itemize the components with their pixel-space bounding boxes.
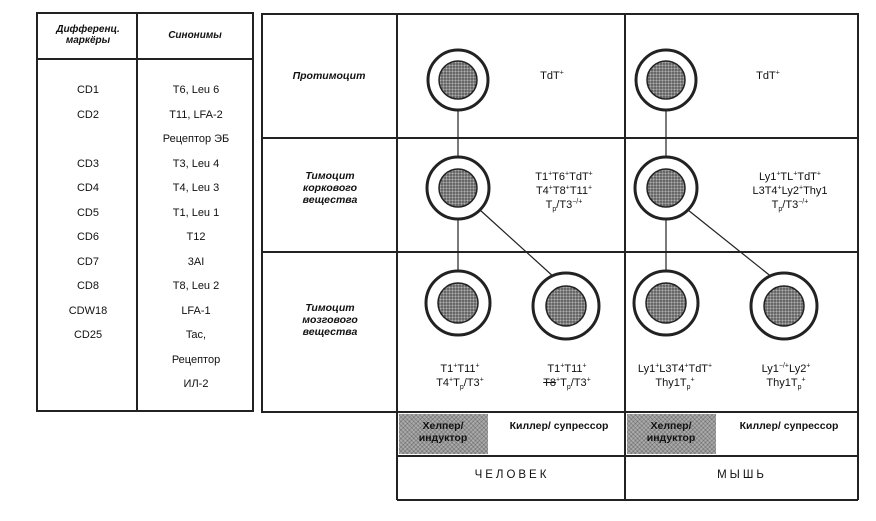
mouse-killer-label: Киллер/ супрессор	[739, 420, 839, 432]
marker-column: CD1 CD2 CD3 CD4 CD5 CD6 CD7 CD8 CDW18 CD…	[38, 78, 138, 397]
mouse-cortical-thymocyte-cell	[633, 155, 699, 221]
marker-line: T4+T8+T11+	[535, 184, 593, 197]
table-row-synonym: T6, Leu 6	[172, 84, 220, 96]
table-row-marker: CD4	[76, 182, 99, 194]
human-helper-cell-label-box: Хелпер/ индуктор	[399, 414, 488, 454]
table-row-marker: CD6	[76, 231, 99, 243]
table-row-synonym: T11, LFA-2	[169, 108, 223, 121]
mouse-cortical-markers: Ly1+TL+TdT+ L3T4+Ly2+Thy1 Tp/T3−/+	[730, 170, 850, 214]
table-row-synonym: T8, Leu 2	[172, 280, 220, 292]
table-header-divider	[38, 58, 252, 60]
mouse-helper-cell-label-box: Хелпер/ индуктор	[627, 414, 716, 454]
table-row-synonym: T4, Leu 3	[172, 182, 220, 194]
human-killer-markers: T1+T11+ T8+Tp/T3+	[526, 362, 608, 392]
table-row-marker: CD1	[76, 84, 99, 96]
human-helper-markers: T1+T11+ T4+Tp/T3+	[420, 362, 500, 392]
diagram-frame	[261, 13, 859, 413]
human-helper-label: Хелпер/ индуктор	[418, 420, 468, 444]
marker-line: L3T4+Ly2+Thy1	[752, 184, 828, 197]
table-row-marker: CD3	[76, 157, 99, 170]
marker-line: Tp/T3−/+	[771, 198, 809, 214]
marker-line: T1+T6+TdT+	[535, 170, 593, 183]
species-human-label: ЧЕЛОВЕК	[474, 469, 550, 481]
table-row-synonym: Tac,	[185, 329, 207, 341]
human-cortical-markers: T1+T6+TdT+ T4+T8+T11+ Tp/T3−/+	[514, 170, 614, 214]
marker-line: Thy1Tp+	[655, 376, 695, 392]
marker-line: T1+T11+	[547, 362, 587, 375]
marker-synonym-table: Дифференц. маркёры Синонимы CD1 CD2 CD3 …	[36, 12, 254, 412]
mouse-helper-label: Хелпер/ индуктор	[646, 420, 696, 444]
connector-mouse-cortex-killer	[687, 209, 774, 279]
mouse-helper-markers: Ly1+L3T4+TdT+ Thy1Tp+	[628, 362, 722, 392]
header-markers: Дифференц. маркёры	[56, 24, 120, 46]
synonym-column: T6, Leu 6 T11, LFA-2 Рецептор ЭБ T3, Leu…	[138, 78, 254, 397]
table-column-divider	[136, 14, 138, 410]
table-row-marker: CDW18	[68, 304, 108, 317]
marker-line: Thy1Tp+	[766, 376, 806, 392]
table-row-synonym: Рецептор ЭБ	[162, 133, 230, 145]
marker-line: Ly1−/+Ly2+	[761, 362, 811, 375]
marker-line: T1+T11+	[440, 362, 480, 375]
table-row-synonym: T12	[186, 231, 206, 243]
marker-line: T8+Tp/T3+	[543, 376, 591, 392]
row-label-medullary-thymocyte: Тимоцит мозгового вещества	[302, 302, 358, 338]
table-row-synonym: LFA-1	[181, 304, 211, 317]
table-row-marker: CD25	[73, 329, 103, 341]
human-prothymocyte-cell	[426, 48, 490, 112]
mouse-killer-thymocyte-cell	[749, 271, 819, 341]
mouse-prothymocyte-markers: TdT+	[756, 69, 780, 82]
species-mouse-label: МЫШЬ	[717, 469, 767, 481]
table-row-marker: CD2	[76, 108, 99, 121]
marker-line: T4+Tp/T3+	[436, 376, 484, 392]
table-row-synonym: T3, Leu 4	[172, 157, 220, 170]
table-row-marker: CD7	[76, 255, 99, 268]
table-row-marker: CD8	[76, 280, 99, 292]
table-row-synonym: ИЛ-2	[183, 378, 209, 390]
mouse-killer-markers: Ly1−/+Ly2+ Thy1Tp+	[744, 362, 828, 392]
mouse-helper-thymocyte-cell	[632, 269, 700, 337]
human-killer-thymocyte-cell	[531, 271, 601, 341]
human-helper-thymocyte-cell	[424, 269, 492, 337]
row-label-cortical-thymocyte: Тимоцит коркового вещества	[302, 170, 358, 206]
header-synonyms: Синонимы	[168, 30, 222, 41]
mouse-prothymocyte-cell	[634, 48, 698, 112]
marker-line: Ly1+L3T4+TdT+	[637, 362, 713, 375]
human-prothymocyte-markers: TdT+	[540, 69, 564, 82]
human-cortical-thymocyte-cell	[425, 155, 491, 221]
human-killer-label: Киллер/ супрессор	[509, 420, 609, 432]
table-row-synonym: T1, Leu 1	[172, 206, 220, 219]
marker-line: Ly1+TL+TdT+	[758, 170, 821, 183]
connector-human-cortex-killer	[479, 209, 556, 279]
table-row-synonym: 3AI	[187, 255, 205, 268]
table-row-marker: CD5	[76, 206, 99, 219]
row-label-prothymocyte: Протимоцит	[292, 70, 366, 82]
table-row-synonym: Рецептор	[171, 353, 221, 366]
marker-line: Tp/T3−/+	[545, 198, 583, 214]
